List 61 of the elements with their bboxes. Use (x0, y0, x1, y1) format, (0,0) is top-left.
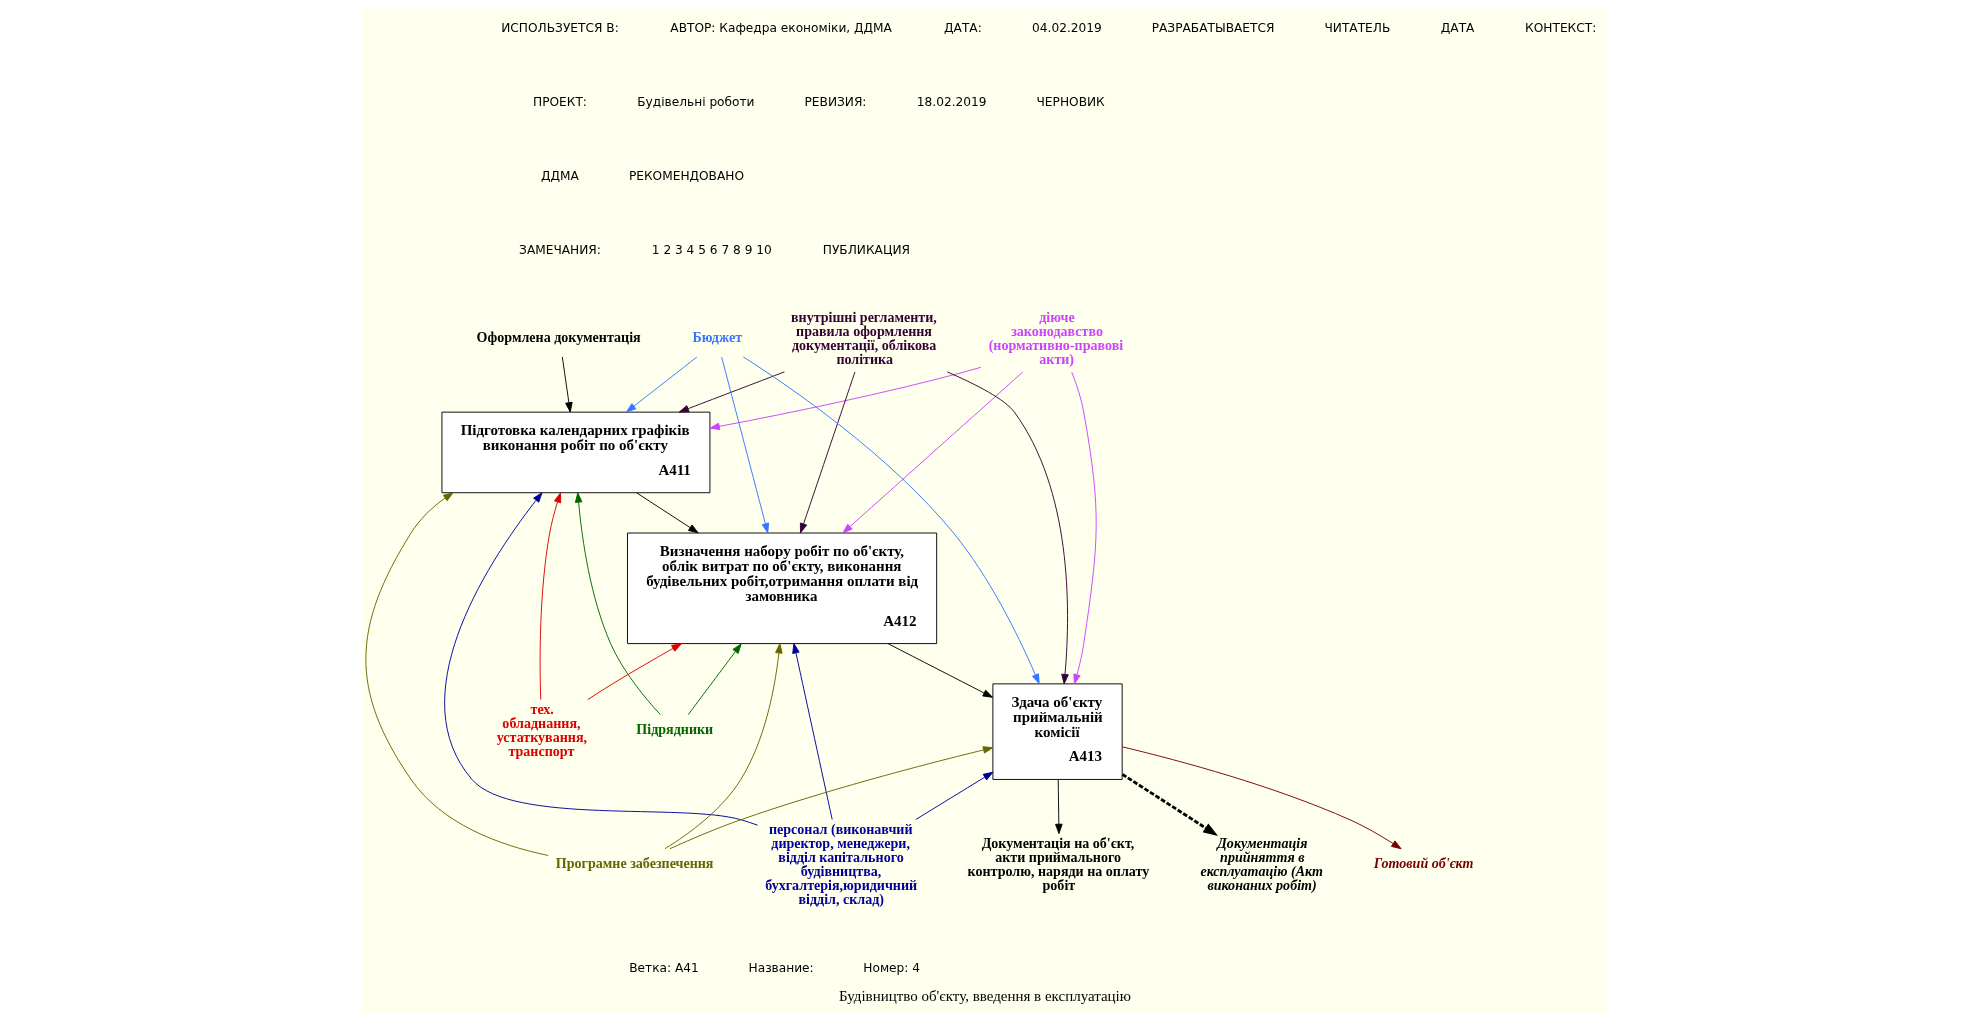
arrow (1071, 371, 1097, 685)
label: ЗАМЕЧАНИЯ: (519, 243, 601, 258)
label: Название: (748, 960, 814, 975)
arrow (664, 643, 783, 850)
arrow (561, 356, 573, 413)
label: ДДМА (541, 169, 579, 184)
arrow (365, 492, 549, 856)
label: 04.02.2019 (1032, 21, 1102, 36)
arrow (799, 371, 856, 534)
arrow (946, 371, 1069, 685)
label: АВТОР: Кафедра економіки, ДДМА (670, 21, 892, 36)
node-text: Бюджет (692, 329, 743, 346)
arrow (1121, 746, 1402, 850)
node-text: Документація прийняття в експлуатацію (Акт виконаних робіт) (1200, 834, 1323, 893)
arrow (539, 492, 562, 701)
label: ДАТА (1440, 21, 1475, 36)
node-box: Здача об'єкту приймальній комісії А413 (992, 683, 1123, 780)
diagram-title: Будівництво об'єкту, введення в експлуатацію (839, 988, 1131, 1005)
label: Номер: 4 (863, 960, 921, 975)
arrow (444, 492, 759, 826)
node-box: Підготовка календарних графіків виконання робіт по об'єкту А411 (441, 411, 711, 494)
arrow (709, 366, 982, 431)
node-box: Визначення набору робіт по об'єкту, облік витрат по об'єкту, виконання будівельних робіт,отримання оплати від замовника А412 (627, 532, 938, 645)
arrow (636, 492, 699, 534)
label: ИСПОЛЬЗУЕТСЯ В: (501, 21, 619, 36)
node-text: Підрядники (636, 721, 714, 737)
arrow (574, 492, 661, 715)
label: ЧИТАТЕЛЬ (1324, 21, 1391, 36)
arrow (915, 771, 994, 820)
node-text: тех. обладнання, устаткування, транспорт (496, 700, 588, 760)
label: Будівельні роботи (637, 95, 755, 110)
arrow (1121, 773, 1219, 836)
node-text: Документація на об'єкт, акти приймального контролю, наряди на оплату робіт (967, 834, 1150, 893)
arrow (842, 371, 1024, 534)
label: ПРОЕКТ: (533, 95, 587, 110)
label: КОНТЕКСТ: (1525, 21, 1597, 36)
node-text: Програмне забезпечення (555, 854, 714, 871)
arrow (678, 371, 785, 413)
arrow (792, 643, 833, 820)
label: 1 2 3 4 5 6 7 8 9 10 (651, 243, 772, 258)
arrow (626, 356, 698, 413)
node-text: персонал (виконавчий директор, менеджери, відділ капітального будівництва, бухгалтерія,юридичний відділ, склад) (765, 820, 918, 908)
arrow (687, 643, 742, 716)
arrow (721, 356, 770, 534)
arrow (887, 643, 993, 698)
label: РАЗРАБАТЫВАЕТСЯ (1151, 21, 1275, 36)
label: Ветка: А41 (629, 960, 699, 975)
arrow (587, 643, 682, 701)
label: РЕКОМЕНДОВАНО (628, 169, 745, 184)
arrow (669, 746, 994, 850)
node-text: діюче законодавство (нормативно-правові акти) (988, 309, 1124, 368)
label: ЧЕРНОВИК (1036, 95, 1105, 110)
arrow (742, 356, 1040, 685)
label: ДАТА: (944, 21, 982, 36)
label: РЕВИЗИЯ: (804, 95, 867, 110)
label: 18.02.2019 (916, 95, 987, 110)
node-text: внутрішні регламенти, правила оформлення документації, облікова політика (790, 309, 937, 368)
node-text: Оформлена документація (476, 329, 641, 346)
arrow (1055, 779, 1063, 835)
node-text: Готовий об'єкт (1373, 854, 1474, 871)
label: ПУБЛИКАЦИЯ (822, 243, 910, 258)
